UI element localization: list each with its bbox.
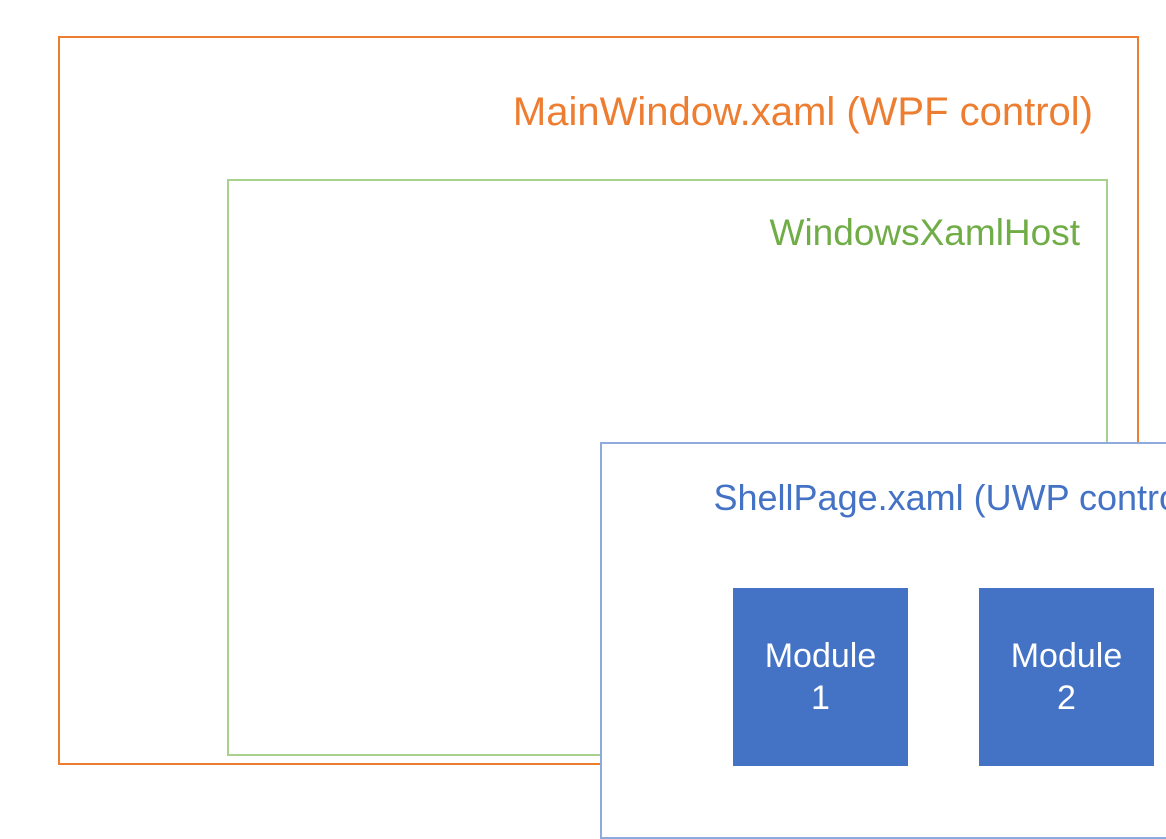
module-block-2: Module 2 — [979, 588, 1154, 766]
module-1-title: Module — [764, 636, 877, 675]
diagram-canvas: MainWindow.xaml (WPF control) WindowsXam… — [58, 36, 1166, 839]
windowsxamlhost-container: WindowsXamlHost ShellPage.xaml (UWP cont… — [227, 179, 1166, 839]
windowsxamlhost-label: WindowsXamlHost — [769, 212, 1080, 253]
mainwindow-label: MainWindow.xaml (WPF control) — [512, 90, 1093, 134]
module-2-number: 2 — [1057, 679, 1076, 717]
module-2-title: Module — [1010, 636, 1123, 675]
module-1-number: 1 — [811, 679, 830, 717]
mainwindow-container: MainWindow.xaml (WPF control) WindowsXam… — [58, 36, 1166, 839]
shellpage-container: ShellPage.xaml (UWP control) Module 1 Mo… — [600, 442, 1166, 839]
module-block-1: Module 1 — [733, 588, 908, 766]
shellpage-label: ShellPage.xaml (UWP control) — [713, 477, 1166, 518]
